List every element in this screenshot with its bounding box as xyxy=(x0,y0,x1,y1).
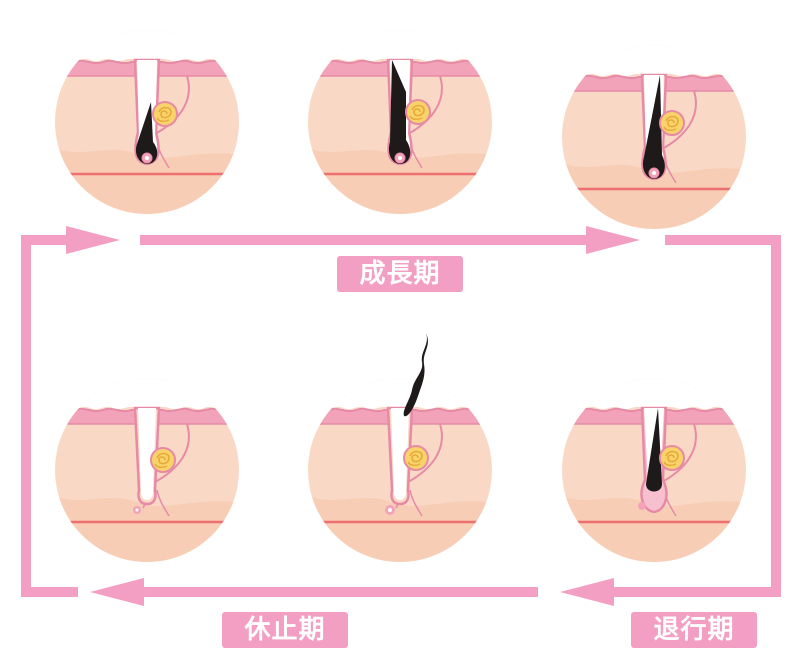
rest-to-growth-arrow xyxy=(21,235,78,597)
arrow-head-icon xyxy=(66,226,120,254)
arrow-head-icon xyxy=(90,578,144,606)
growth-to-regression-arrow xyxy=(610,235,781,597)
arrow-heads xyxy=(66,226,640,606)
growth-phase-label: 成長期 xyxy=(337,256,463,292)
arrow-head-icon xyxy=(560,578,614,606)
rest-stage xyxy=(47,370,247,570)
growth-stage-middle xyxy=(300,22,500,222)
arrow-head-icon xyxy=(586,226,640,254)
cycle-arrows xyxy=(21,235,781,597)
growth-stage-late xyxy=(554,5,754,237)
regression-stage xyxy=(554,370,754,570)
regression-phase-label: 退行期 xyxy=(631,612,757,648)
rest-stage-shedding xyxy=(300,370,500,570)
rest-phase-label: 休止期 xyxy=(222,612,348,648)
shed-hair-icon xyxy=(403,333,428,417)
growth-stage-early xyxy=(47,22,247,222)
